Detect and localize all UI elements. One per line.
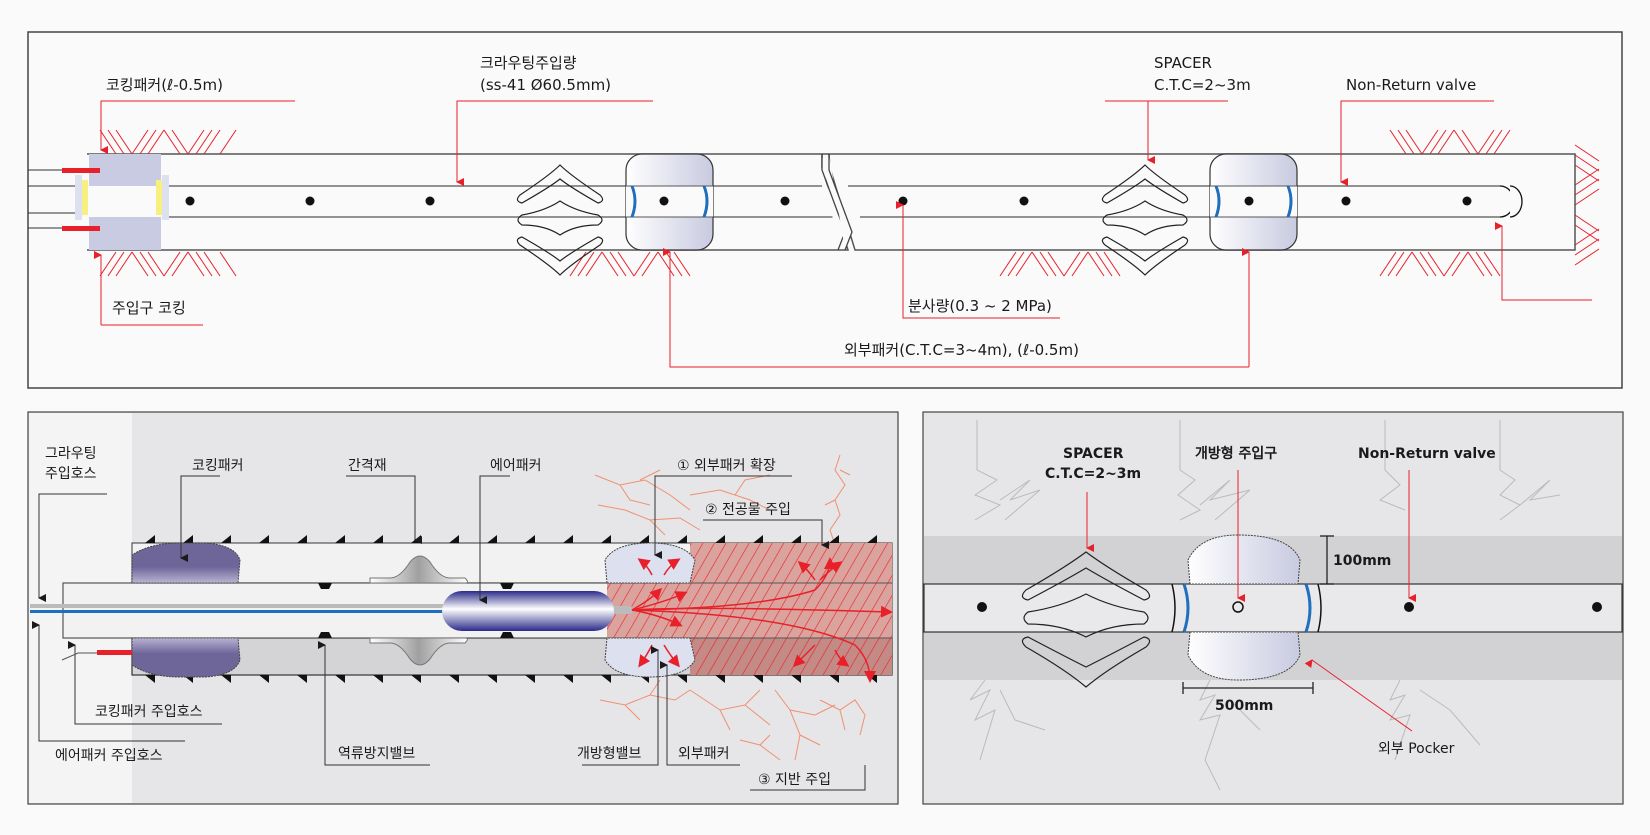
- bottom-right-panel: SPACER C.T.C=2~3m 개방형 주입구 Non-Return val…: [922, 411, 1624, 805]
- label-grouting-amount-1: 크라우팅주입량: [480, 54, 577, 72]
- label-external-packer: 외부패커: [678, 746, 730, 762]
- dimension-lines: [1182, 535, 1334, 694]
- label-grouting-amount-2: (ss-41 Ø60.5mm): [480, 76, 611, 94]
- label-check-valve: 역류방지밸브: [338, 746, 415, 762]
- label-step1: ① 외부패커 확장: [677, 458, 776, 474]
- label-spacer-1: SPACER: [1154, 54, 1212, 72]
- label-inlet-caulking: 주입구 코킹: [112, 299, 186, 317]
- label-caulking-packer: 코킹패커: [192, 458, 244, 474]
- leader-lines-black: [32, 475, 866, 791]
- top-panel: 코킹패커(ℓ-0.5m) 주입구 코킹 크라우팅주입량 (ss-41 Ø60.5…: [27, 31, 1623, 389]
- label-external-pocker: 외부 Pocker: [1378, 741, 1455, 757]
- hole-left: [977, 602, 987, 612]
- spacer-top-2: [1101, 164, 1189, 276]
- label-non-return-valve: Non-Return valve: [1346, 76, 1476, 94]
- caulking-packer-purple: [131, 542, 241, 678]
- injection-pipe: [165, 185, 1523, 218]
- label-open-inlet: 개방형 주입구: [1195, 445, 1277, 462]
- label-spacer-1: SPACER: [1063, 446, 1124, 462]
- label-dim-width: 500mm: [1215, 698, 1273, 714]
- leader-lines: [94, 100, 1592, 368]
- label-external-packer: 외부패커(C.T.C=3~4m), (ℓ-0.5m): [844, 341, 1079, 359]
- caulking-hose: [97, 650, 132, 655]
- caulking-hose-line: [61, 652, 98, 661]
- non-return-valve-hole: [1404, 602, 1414, 612]
- check-valves: [318, 583, 514, 638]
- external-packer-2: [1209, 153, 1298, 251]
- spacer-bumps: [369, 555, 468, 666]
- injection-holes: [185, 196, 1472, 206]
- label-open-valve: 개방형밸브: [577, 746, 642, 762]
- ground-fractures: [969, 420, 1561, 791]
- external-pocker: [1171, 534, 1322, 681]
- label-non-return-valve: Non-Return valve: [1358, 446, 1496, 462]
- top-panel-frame: [27, 31, 1623, 389]
- label-spacer-2: C.T.C=2~3m: [1154, 76, 1251, 94]
- label-injection-pressure: 분사량(0.3 ~ 2 MPa): [908, 297, 1052, 315]
- label-step3: ③ 지반 주입: [758, 772, 831, 788]
- label-spacer: 간격재: [348, 458, 387, 474]
- spacer-right: [1021, 551, 1151, 688]
- label-air-packer-hose: 에어패커 주입호스: [55, 748, 163, 764]
- leader-lines-right: [1086, 470, 1416, 732]
- caulking-packer: [28, 154, 169, 250]
- ground-hatch: [99, 129, 1600, 277]
- hole-right: [1592, 602, 1602, 612]
- break-mark: [821, 154, 853, 251]
- external-packer-1: [625, 153, 714, 251]
- bottom-left-panel: 그라우팅 주입호스 코킹패커 간격재 에어패커 ① 외부패커 확장 ② 전공물 …: [27, 411, 899, 805]
- label-grouting-hose-1: 그라우팅: [45, 446, 97, 462]
- grout-flow-arrows: [631, 557, 893, 683]
- spacer-top-1: [516, 164, 604, 276]
- air-packer: [442, 591, 614, 631]
- open-inlet-hole: [1232, 601, 1244, 613]
- label-caulking-packer-hose: 코킹패커 주입호스: [95, 704, 203, 720]
- label-grouting-hose-2: 주입호스: [45, 466, 97, 482]
- label-spacer-2: C.T.C=2~3m: [1045, 466, 1141, 482]
- label-dim-height: 100mm: [1333, 553, 1391, 569]
- label-step2: ② 전공물 주입: [705, 502, 791, 518]
- label-air-packer: 에어패커: [490, 458, 542, 474]
- label-caulking-packer: 코킹패커(ℓ-0.5m): [106, 76, 223, 94]
